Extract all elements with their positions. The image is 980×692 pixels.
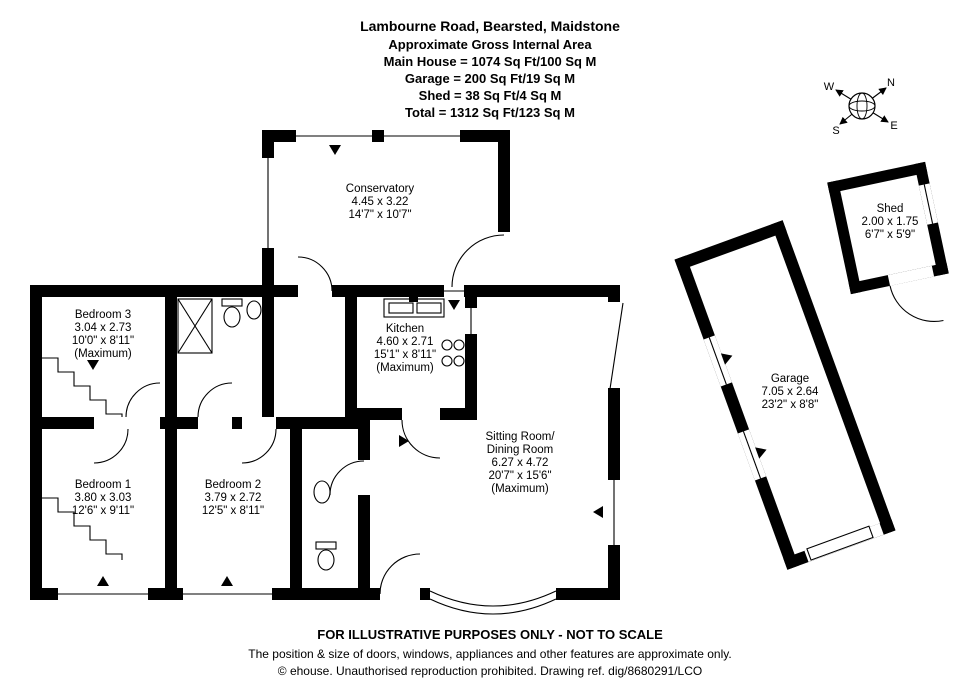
windows: [58, 130, 615, 615]
hob: [441, 339, 465, 367]
room-note: (Maximum): [376, 362, 434, 374]
garage-outline: [674, 220, 896, 570]
compass-north-label: N: [887, 77, 895, 89]
room-label-kitchen: Kitchen 4.60 x 2.71 15'1" x 8'11" (Maxim…: [374, 323, 436, 374]
main-house-walls: [30, 130, 620, 600]
area-garage: Garage = 200 Sq Ft/19 Sq M: [405, 71, 575, 86]
room-imperial: 10'0" x 8'11": [72, 335, 134, 347]
room-metric: 4.60 x 2.71: [377, 336, 434, 348]
room-metric: 3.80 x 3.03: [75, 492, 132, 504]
footer-disclaimer-text: The position & size of doors, windows, a…: [248, 647, 731, 661]
room-label-shed: Shed 2.00 x 1.75 6'7" x 5'9": [862, 203, 919, 241]
area-total: Total = 1312 Sq Ft/123 Sq M: [405, 105, 575, 120]
footer-disclaimer-title: FOR ILLUSTRATIVE PURPOSES ONLY - NOT TO …: [317, 627, 663, 642]
room-imperial: 12'5" x 8'11": [202, 505, 264, 517]
page-title: Lambourne Road, Bearsted, Maidstone: [360, 18, 620, 34]
room-imperial: 14'7" x 10'7": [348, 209, 411, 221]
room-name: Bedroom 2: [205, 479, 261, 491]
toilet: [221, 298, 243, 328]
door-arcs: [93, 234, 624, 595]
room-label-garage: Garage 7.05 x 2.64 23'2" x 8'8": [762, 373, 820, 411]
room-metric: 3.79 x 2.72: [205, 492, 262, 504]
room-name-2: Dining Room: [487, 444, 553, 456]
wc-toilet: [315, 541, 337, 571]
shed-door-arc: [889, 285, 944, 323]
room-imperial: 23'2" x 8'8": [762, 399, 819, 411]
room-label-sitting-dining: Sitting Room/ Dining Room 6.27 x 4.72 20…: [485, 431, 555, 495]
room-label-bedroom-2: Bedroom 2 3.79 x 2.72 12'5" x 8'11": [202, 479, 264, 517]
area-main-house: Main House = 1074 Sq Ft/100 Sq M: [384, 54, 597, 69]
room-name-1: Sitting Room/: [485, 431, 555, 443]
step-feature-lower: [42, 497, 123, 560]
basin: [246, 300, 262, 320]
wc-basin: [313, 480, 331, 504]
fixtures: [42, 297, 465, 571]
compass: W N S E: [824, 77, 898, 137]
kitchen-sink: [383, 297, 445, 318]
room-metric: 7.05 x 2.64: [762, 386, 820, 398]
compass-south-label: S: [832, 125, 839, 137]
garage-door: [806, 525, 874, 561]
room-name: Bedroom 1: [75, 479, 131, 491]
room-note: (Maximum): [491, 483, 549, 495]
room-imperial: 6'7" x 5'9": [865, 229, 915, 241]
room-name: Bedroom 3: [75, 309, 131, 321]
room-label-bedroom-3: Bedroom 3 3.04 x 2.73 10'0" x 8'11" (Max…: [72, 309, 134, 360]
room-metric: 4.45 x 3.22: [352, 196, 409, 208]
room-name: Kitchen: [386, 323, 424, 335]
room-metric: 6.27 x 4.72: [492, 457, 549, 469]
room-name: Conservatory: [346, 183, 415, 195]
footer-block: FOR ILLUSTRATIVE PURPOSES ONLY - NOT TO …: [248, 627, 731, 678]
room-name: Garage: [771, 373, 809, 385]
room-label-bedroom-1: Bedroom 1 3.80 x 3.03 12'6" x 9'11": [72, 479, 134, 517]
room-metric: 2.00 x 1.75: [862, 216, 919, 228]
room-metric: 3.04 x 2.73: [75, 322, 132, 334]
footer-copyright: © ehouse. Unauthorised reproduction proh…: [278, 664, 702, 678]
room-note: (Maximum): [74, 348, 132, 360]
room-label-conservatory: Conservatory 4.45 x 3.22 14'7" x 10'7": [346, 183, 415, 221]
room-imperial: 20'7" x 15'6": [488, 470, 551, 482]
compass-globe-icon: [848, 92, 876, 120]
room-name: Shed: [877, 203, 904, 215]
title-subtitle: Approximate Gross Internal Area: [388, 37, 592, 52]
compass-east-label: E: [890, 120, 897, 132]
step-feature-upper: [42, 357, 123, 417]
shower-tray: [177, 298, 213, 354]
room-imperial: 12'6" x 9'11": [72, 505, 134, 517]
opening-markers: [87, 145, 603, 586]
shed-outline: [827, 161, 949, 323]
area-shed: Shed = 38 Sq Ft/4 Sq M: [419, 88, 562, 103]
compass-west-label: W: [824, 81, 835, 93]
title-block: Lambourne Road, Bearsted, Maidstone Appr…: [360, 18, 620, 120]
open-door-leaf: [609, 302, 624, 390]
room-imperial: 15'1" x 8'11": [374, 349, 436, 361]
